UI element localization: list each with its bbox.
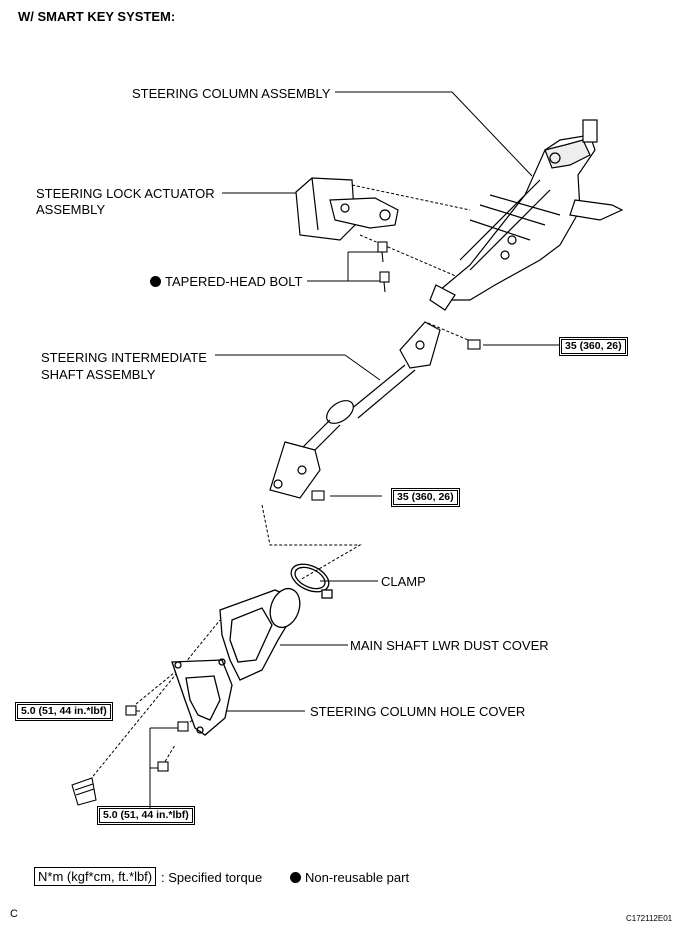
label-dust-cover: MAIN SHAFT LWR DUST COVER — [350, 638, 549, 653]
footer-letter: C — [10, 908, 18, 920]
steering-gear-shaft — [71, 777, 97, 806]
footer-code: C172112E01 — [626, 914, 673, 923]
page-title: W/ SMART KEY SYSTEM: — [18, 9, 176, 24]
label-clamp: CLAMP — [381, 574, 426, 589]
legend-nonreusable: Non-reusable part — [290, 870, 409, 885]
legend-nonreusable-text: Non-reusable part — [305, 870, 410, 885]
clamp — [290, 563, 333, 599]
main-shaft-dust-cover — [219, 587, 301, 681]
intermediate-shaft-assembly — [269, 321, 441, 499]
label-steering-column: STEERING COLUMN ASSEMBLY — [132, 86, 331, 101]
label-lock-actuator-line1: STEERING LOCK ACTUATOR — [36, 186, 215, 201]
torque-spec-hole-bottom: 5.0 (51, 44 in.*lbf) — [97, 806, 195, 825]
label-hole-cover: STEERING COLUMN HOLE COVER — [310, 704, 526, 719]
non-reusable-dot-icon — [150, 276, 161, 287]
steering-column-hole-cover — [171, 658, 233, 736]
legend-torque-text: : Specified torque — [161, 870, 263, 885]
label-intermediate-shaft-line2: SHAFT ASSEMBLY — [41, 367, 156, 382]
hole-cover-bolts — [125, 705, 189, 772]
leader-steering-column-diag — [451, 91, 533, 177]
legend-torque-unit: N*m (kgf*cm, ft.*lbf) — [34, 867, 157, 886]
steering-column-assembly — [429, 119, 624, 311]
label-tapered-bolt: TAPERED-HEAD BOLT — [150, 274, 302, 289]
non-reusable-legend-dot-icon — [290, 872, 301, 883]
label-tapered-bolt-text: TAPERED-HEAD BOLT — [165, 274, 303, 289]
label-lock-actuator-line2: ASSEMBLY — [36, 202, 106, 217]
torque-spec-lower: 35 (360, 26) — [391, 488, 460, 507]
shaft-bolts — [311, 339, 481, 501]
label-intermediate-shaft-line1: STEERING INTERMEDIATE — [41, 350, 207, 365]
steering-lock-actuator — [295, 177, 399, 241]
torque-spec-upper: 35 (360, 26) — [559, 337, 628, 356]
torque-spec-hole-left: 5.0 (51, 44 in.*lbf) — [15, 702, 113, 721]
tapered-head-bolts — [377, 241, 390, 293]
